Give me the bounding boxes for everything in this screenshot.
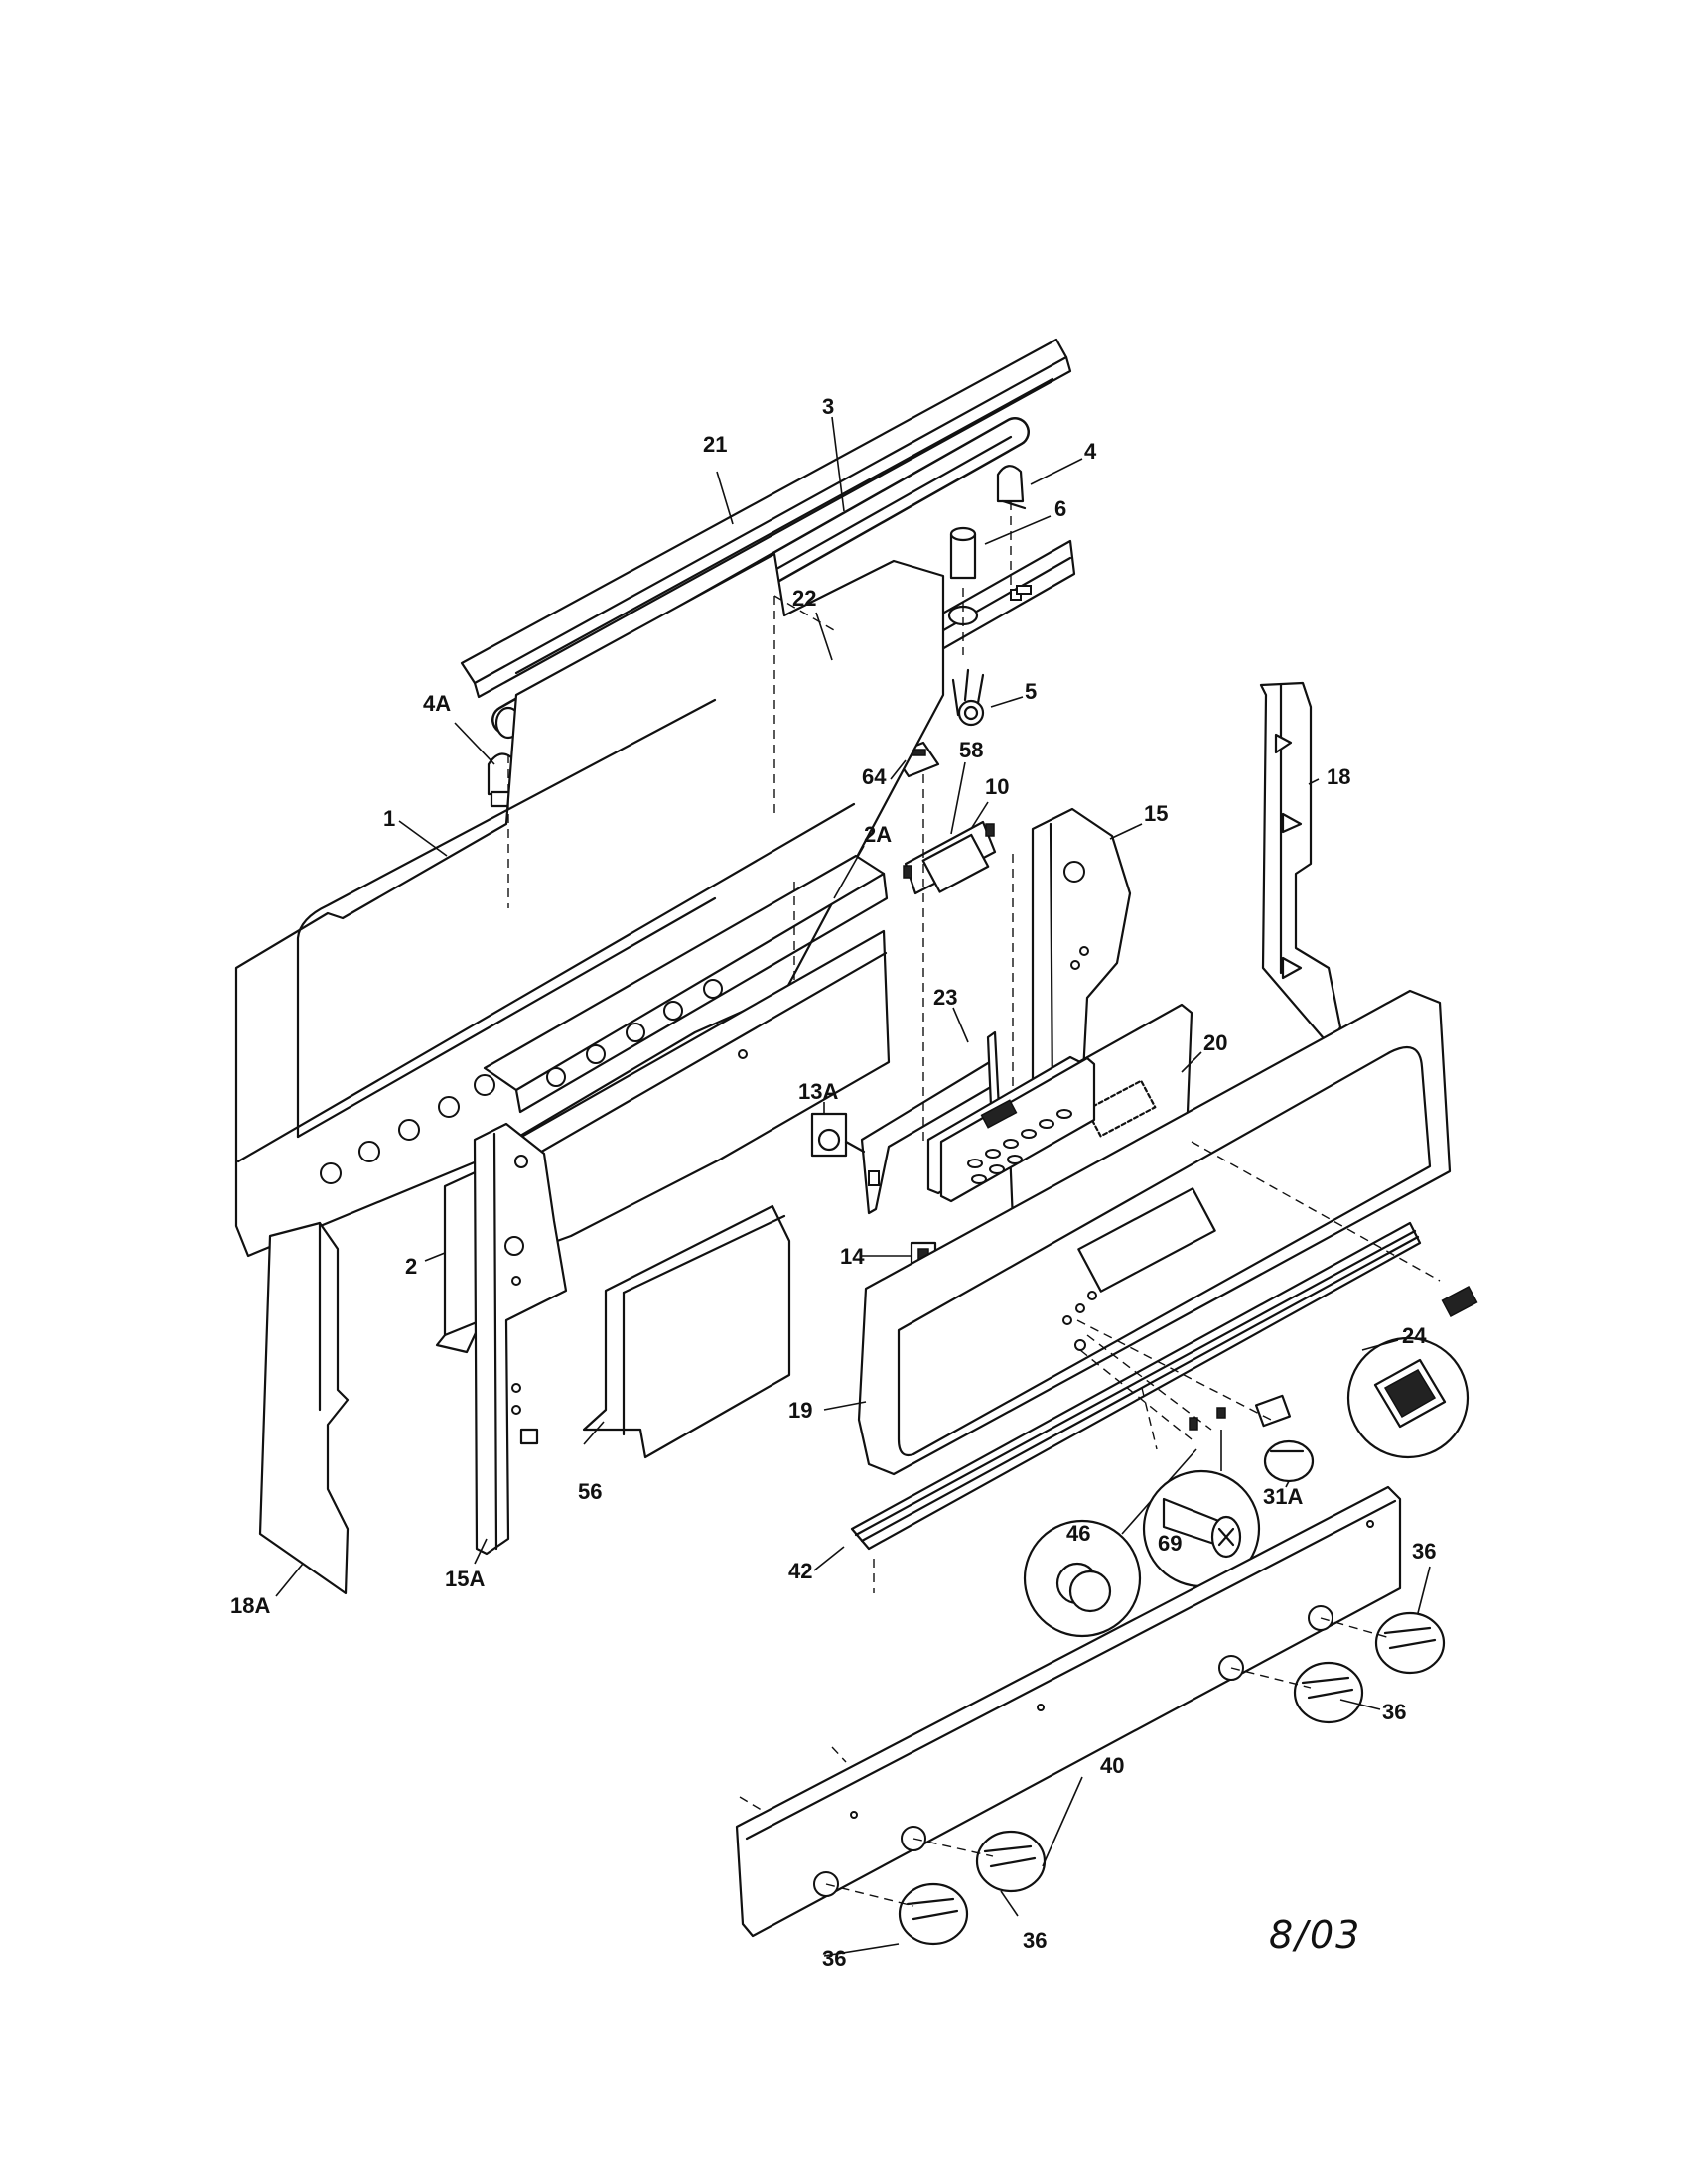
callout-6: 6 (1054, 496, 1066, 521)
trim-42-part (850, 1221, 1422, 1551)
callout-4a: 4A (423, 691, 451, 716)
callout-18a: 18A (230, 1593, 270, 1618)
date-code: 8/03 (1269, 1913, 1361, 1957)
callout-2: 2 (405, 1254, 417, 1279)
switch-24-detail-inset (1346, 1336, 1470, 1459)
lamp-holder-4-part (996, 465, 1027, 510)
callout-14: 14 (840, 1244, 865, 1269)
callout-46: 46 (1066, 1521, 1090, 1546)
main-back-panel-part (234, 552, 945, 1258)
starter-part (947, 526, 979, 626)
callout-20: 20 (1203, 1030, 1227, 1055)
callout-18: 18 (1327, 764, 1350, 789)
callout-40: 40 (1100, 1753, 1124, 1778)
clock-module-part (926, 1055, 1096, 1203)
screw-69-detail-inset (1142, 1430, 1261, 1588)
callout-2a: 2A (864, 822, 892, 847)
callout-13a: 13A (798, 1079, 838, 1104)
callout-15: 15 (1144, 801, 1168, 826)
clip-46-small-part (1189, 1417, 1198, 1431)
callout-42: 42 (788, 1559, 812, 1583)
clip-46-detail-inset (1023, 1448, 1197, 1638)
starter-socket-part (951, 668, 985, 727)
callout-23: 23 (933, 985, 957, 1010)
callout-5: 5 (1025, 679, 1037, 704)
callout-labels: 21 3 4 6 22 5 4A 64 58 10 15 18 1 2A 23 … (230, 394, 1436, 1971)
manifold-panel-40-part (735, 1485, 1402, 1938)
console-front-panel-19-part (857, 989, 1452, 1476)
callout-10: 10 (985, 774, 1009, 799)
callout-56: 56 (578, 1479, 602, 1504)
leader-lines (275, 416, 1431, 1957)
callout-36-bottom: 36 (1023, 1928, 1047, 1953)
switch-13a-part (810, 1112, 866, 1158)
callout-36-top-right: 36 (1412, 1539, 1436, 1564)
assembly-lines (507, 501, 1441, 1907)
callout-4: 4 (1084, 439, 1097, 464)
ballast-part (903, 820, 997, 895)
knob-36-part (898, 1882, 969, 1946)
callout-31a: 31A (1263, 1484, 1303, 1509)
end-bracket-18-part (1259, 681, 1342, 1046)
callout-21: 21 (703, 432, 727, 457)
bracket-56-part (582, 1204, 791, 1459)
callout-64: 64 (862, 764, 887, 789)
callout-15a: 15A (445, 1567, 485, 1591)
callout-36-right: 36 (1382, 1700, 1406, 1724)
screw-69-small-part (1216, 1407, 1226, 1419)
switch-24-part (1254, 1285, 1478, 1428)
knob-36-part (1374, 1611, 1446, 1675)
end-bracket-18a-part (258, 1221, 350, 1595)
knob-36-part (1293, 1661, 1364, 1724)
callout-58: 58 (959, 738, 983, 762)
callout-19: 19 (788, 1398, 812, 1423)
callout-36-bottom-left: 36 (822, 1946, 846, 1971)
callout-1: 1 (383, 806, 395, 831)
vertical-support-15a-part (473, 1122, 568, 1556)
callout-69: 69 (1158, 1531, 1182, 1556)
callout-22: 22 (792, 586, 816, 611)
knob-36-part (975, 1830, 1047, 1893)
knob-31a-part (1263, 1439, 1315, 1483)
heat-shield-2a-part (483, 854, 889, 1114)
callout-24: 24 (1402, 1323, 1427, 1348)
callout-3: 3 (822, 394, 834, 419)
top-trim-part (460, 338, 1072, 699)
